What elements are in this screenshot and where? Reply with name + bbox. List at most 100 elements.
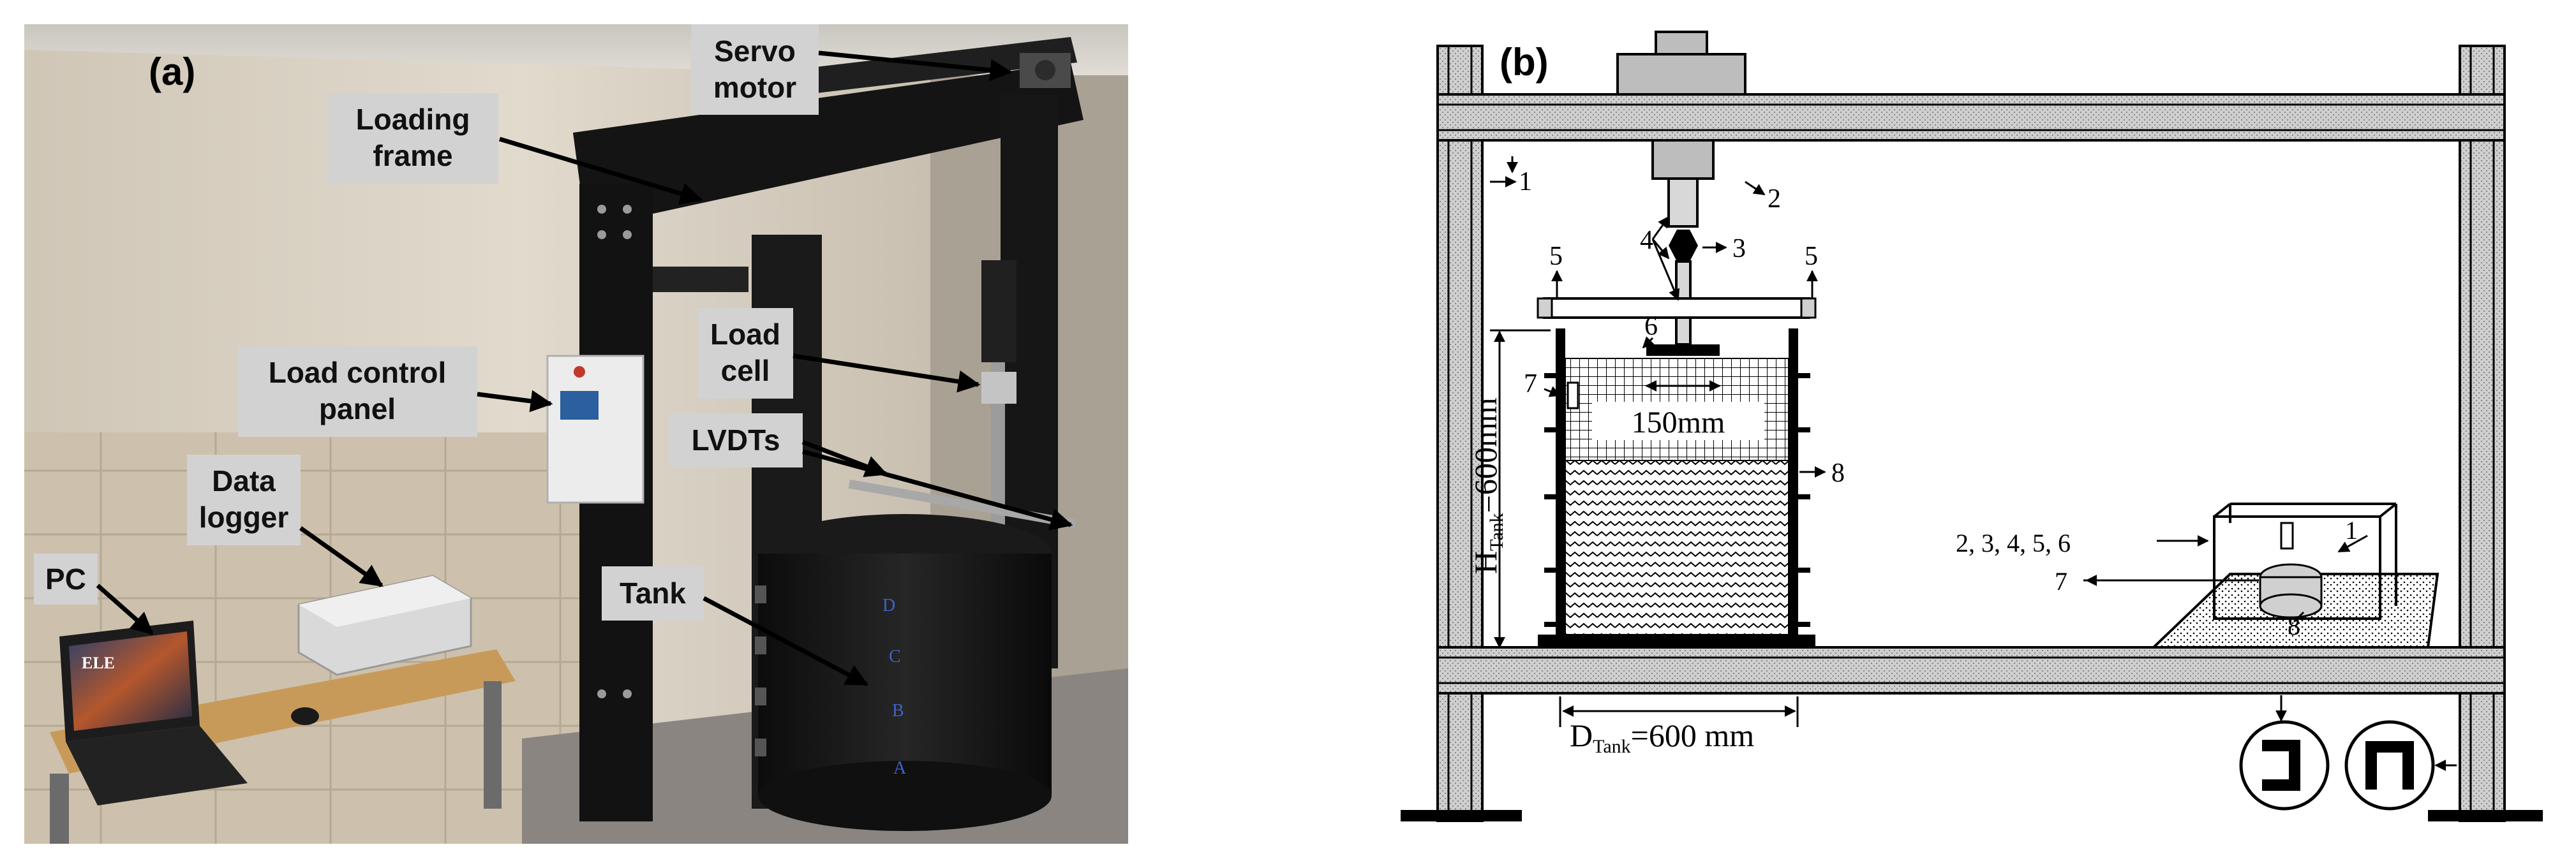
tank-diameter-label: DTank=600 mm [1570, 717, 1754, 757]
label-box [34, 554, 98, 605]
tank-mark-c: C [889, 647, 901, 666]
panel-a-letter: (a) [149, 50, 195, 93]
tank-lugs [755, 585, 766, 756]
panel-b-schematic: 150mm HTank=600mm DTank=600 mm [1401, 19, 2568, 848]
test-tank: 150mm [1537, 297, 1817, 647]
schematic-diagram: 150mm HTank=600mm DTank=600 mm [1401, 31, 2543, 822]
inset-label-frame: 1 [2345, 516, 2358, 545]
laptop-screen [69, 631, 192, 731]
label-load-cell: Load cell [697, 308, 793, 399]
laptop-base [66, 726, 248, 805]
label-text-line1: Load control [269, 356, 447, 389]
label-text-line2: motor [713, 71, 796, 104]
tank-bottom [1538, 635, 1815, 647]
actuator-assembly [1616, 31, 1746, 356]
label-pc: PC [34, 554, 98, 605]
load-cell-device [981, 372, 1016, 404]
callout-5-left: 5 [1549, 242, 1563, 271]
callout-5-right: 5 [1805, 242, 1818, 271]
tank-wall-left [1556, 328, 1565, 641]
label-text-line1: Load [710, 318, 780, 351]
callout-7: 7 [1524, 369, 1537, 399]
label-lvdts: LVDTs [669, 413, 803, 467]
label-text: Tank [620, 577, 686, 610]
label-box [238, 346, 477, 437]
channel-section-icon [2262, 740, 2300, 791]
callout-arrows [96, 50, 1073, 687]
channel-section-icon-2 [2365, 741, 2414, 790]
control-panel-box [546, 355, 644, 504]
tank-mark-b: B [892, 701, 904, 721]
desk-leg-left [50, 774, 69, 844]
label-box [327, 93, 498, 184]
label-text: LVDTs [692, 423, 780, 457]
panel-b-letter: (b) [1500, 41, 1549, 84]
plate-width-bg [1592, 402, 1764, 440]
label-box [187, 455, 301, 545]
arrow-lvdt-2 [802, 449, 1073, 531]
tank-marks: D C B A [882, 596, 907, 778]
label-text-line2: frame [373, 139, 452, 172]
label-box [697, 308, 793, 399]
panel-a-photo: ELE D C B A (a) Servo motor Loading fram… [24, 24, 1128, 844]
tank-height-label: HTank=600mm [1468, 397, 1507, 574]
inset-label-load-items: 2, 3, 4, 5, 6 [1956, 529, 2071, 557]
base-plate-right [2428, 810, 2543, 821]
arrow-load-control-panel [477, 390, 553, 413]
control-panel-screen [560, 391, 599, 420]
frame-top-beam-back [745, 37, 1077, 101]
soil-layer [1565, 460, 1789, 635]
tank-body [758, 554, 1052, 796]
arrow-data-logger [299, 526, 383, 587]
label-text: PC [45, 563, 86, 596]
label-servo-motor: Servo motor [691, 24, 819, 115]
data-logger-top [299, 576, 471, 627]
label-text-line2: cell [721, 354, 770, 387]
callout-4: 4 [1640, 226, 1653, 255]
photo-illustration: ELE D C B A (a) Servo motor Loading fram… [24, 24, 1128, 844]
column-section-circle [2239, 720, 2330, 811]
actuator-cylinder [981, 260, 1016, 362]
loading-frame [1401, 45, 2543, 822]
lvdt-bracket [1567, 381, 1579, 409]
arrow-pc [96, 584, 154, 635]
plate-width-label: 150mm [1632, 406, 1725, 439]
label-text-line2: panel [319, 392, 396, 425]
label-text-line1: Servo [714, 34, 796, 68]
frame-top-beam [1436, 93, 2506, 142]
tank-wall-right [1789, 328, 1798, 641]
schematic-callout-arrows [1490, 156, 1826, 478]
beam-cross-sections [2239, 695, 2457, 811]
isometric-inset: 2, 3, 4, 5, 6 1 7 8 [1956, 503, 2439, 649]
inset-label-tank: 7 [2055, 567, 2067, 596]
tank-mark-a: A [893, 758, 907, 778]
control-panel-button [574, 366, 585, 378]
tank-lugs [1544, 373, 1810, 627]
mouse [291, 707, 319, 725]
tank-bottom [758, 761, 1052, 831]
desk-leg-right [484, 681, 502, 809]
frame-column-right [2459, 45, 2506, 822]
tank-diameter-dimension: DTank=600 mm [1559, 696, 1799, 757]
callout-6: 6 [1644, 312, 1658, 341]
label-box [669, 413, 803, 467]
lvdt-bar [848, 479, 1076, 529]
frame-bottom-beam [1436, 646, 2506, 695]
tank-height-dimension: HTank=600mm [1468, 329, 1551, 649]
label-tank: Tank [602, 566, 704, 621]
label-text-line2: logger [199, 501, 289, 534]
load-cell-symbol [1669, 230, 1698, 261]
lvdt-support-beam [1543, 297, 1810, 319]
label-loading-frame: Loading frame [327, 93, 498, 184]
inset-label-tank-bottom: 8 [2288, 612, 2300, 640]
beam-section-circle [2344, 720, 2435, 811]
arrow-load-cell [793, 353, 981, 393]
frame-brace [653, 267, 748, 292]
label-text-line1: Data [212, 464, 276, 497]
label-text-line1: Loading [356, 103, 470, 136]
label-box [691, 24, 819, 115]
label-box [602, 566, 704, 621]
label-data-logger: Data logger [187, 455, 301, 545]
schematic-callout-numbers: 1 2 3 4 5 5 6 7 8 [1519, 167, 1845, 488]
callout-8: 8 [1831, 459, 1845, 488]
